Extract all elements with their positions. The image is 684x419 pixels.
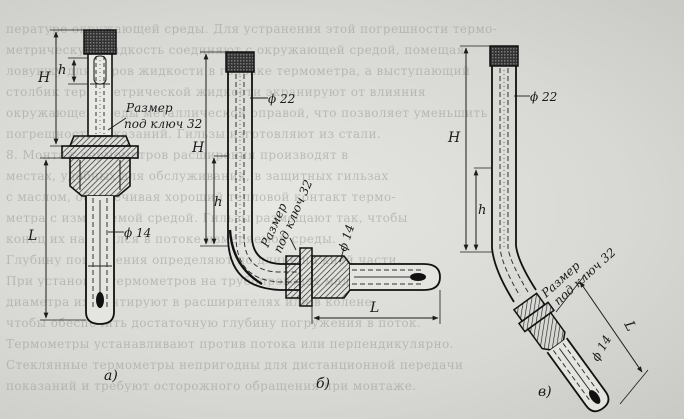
dim-H-label-c: H: [447, 130, 461, 146]
diam-14-label-c: ϕ 14: [588, 333, 614, 364]
threaded-fitting: [311, 255, 351, 299]
panel-c-angled-thermometer: H h ϕ 22 L Размер под ключ 32 ϕ 14 в): [447, 45, 649, 413]
background-text-line: показаний и требуют осторожного обращени…: [6, 379, 417, 392]
flange: [61, 145, 139, 159]
threaded-fitting: [69, 157, 131, 197]
panel-b-caption: б): [316, 376, 330, 392]
diam-22-label-c: ϕ 22: [530, 90, 557, 104]
thermometer-bulb: [588, 390, 601, 404]
panel-b-bent-90-thermometer: H h L ϕ 22 Размер под ключ 32 ϕ 14 б): [191, 51, 441, 392]
dim-h-label-b: h: [214, 195, 222, 210]
dim-h-label-c: h: [478, 203, 486, 218]
knurled-cap: [489, 45, 519, 67]
flange: [299, 247, 313, 307]
diam-14-label-a: ϕ 14: [124, 226, 151, 240]
knurled-cap: [225, 51, 255, 73]
background-text-line: пературе окружающей среды. Для устранени…: [6, 22, 498, 35]
background-text-line: Термометры устанавливают против потока и…: [6, 337, 454, 350]
background-text-line: окружающей среды металлической оправой, …: [6, 106, 488, 119]
dim-L-label-a: L: [27, 228, 37, 244]
dim-H-label-b: H: [191, 140, 205, 156]
dim-L-label-c: L: [620, 317, 639, 334]
hex-nut: [285, 255, 301, 299]
background-text-line: Стеклянные термометры непригодны для дис…: [6, 358, 464, 371]
dim-H-label-a: H: [37, 70, 51, 86]
wrench-size-label-a-line1: Размер: [125, 101, 173, 115]
dim-h-label-a: h: [58, 63, 66, 78]
panel-a-caption: а): [104, 368, 118, 384]
wrench-size-label-a-line2: под ключ 32: [124, 117, 202, 131]
thermometer-bulb: [96, 292, 104, 308]
thermometer-bulb: [410, 273, 426, 281]
background-text-line: метрическую жидкость соединяют с окружаю…: [6, 43, 465, 56]
diam-14-label-b: ϕ 14: [336, 223, 358, 253]
panel-a-straight-thermometer: H h L Размер под ключ 32 ϕ 14 а): [27, 29, 202, 384]
panel-c-caption: в): [538, 384, 552, 400]
dim-L-label-b: L: [369, 300, 379, 316]
diam-22-label-b: ϕ 22: [268, 92, 295, 106]
knurled-cap: [83, 29, 117, 55]
hex-nut: [68, 135, 132, 147]
upper-frame-tube: [87, 53, 113, 137]
